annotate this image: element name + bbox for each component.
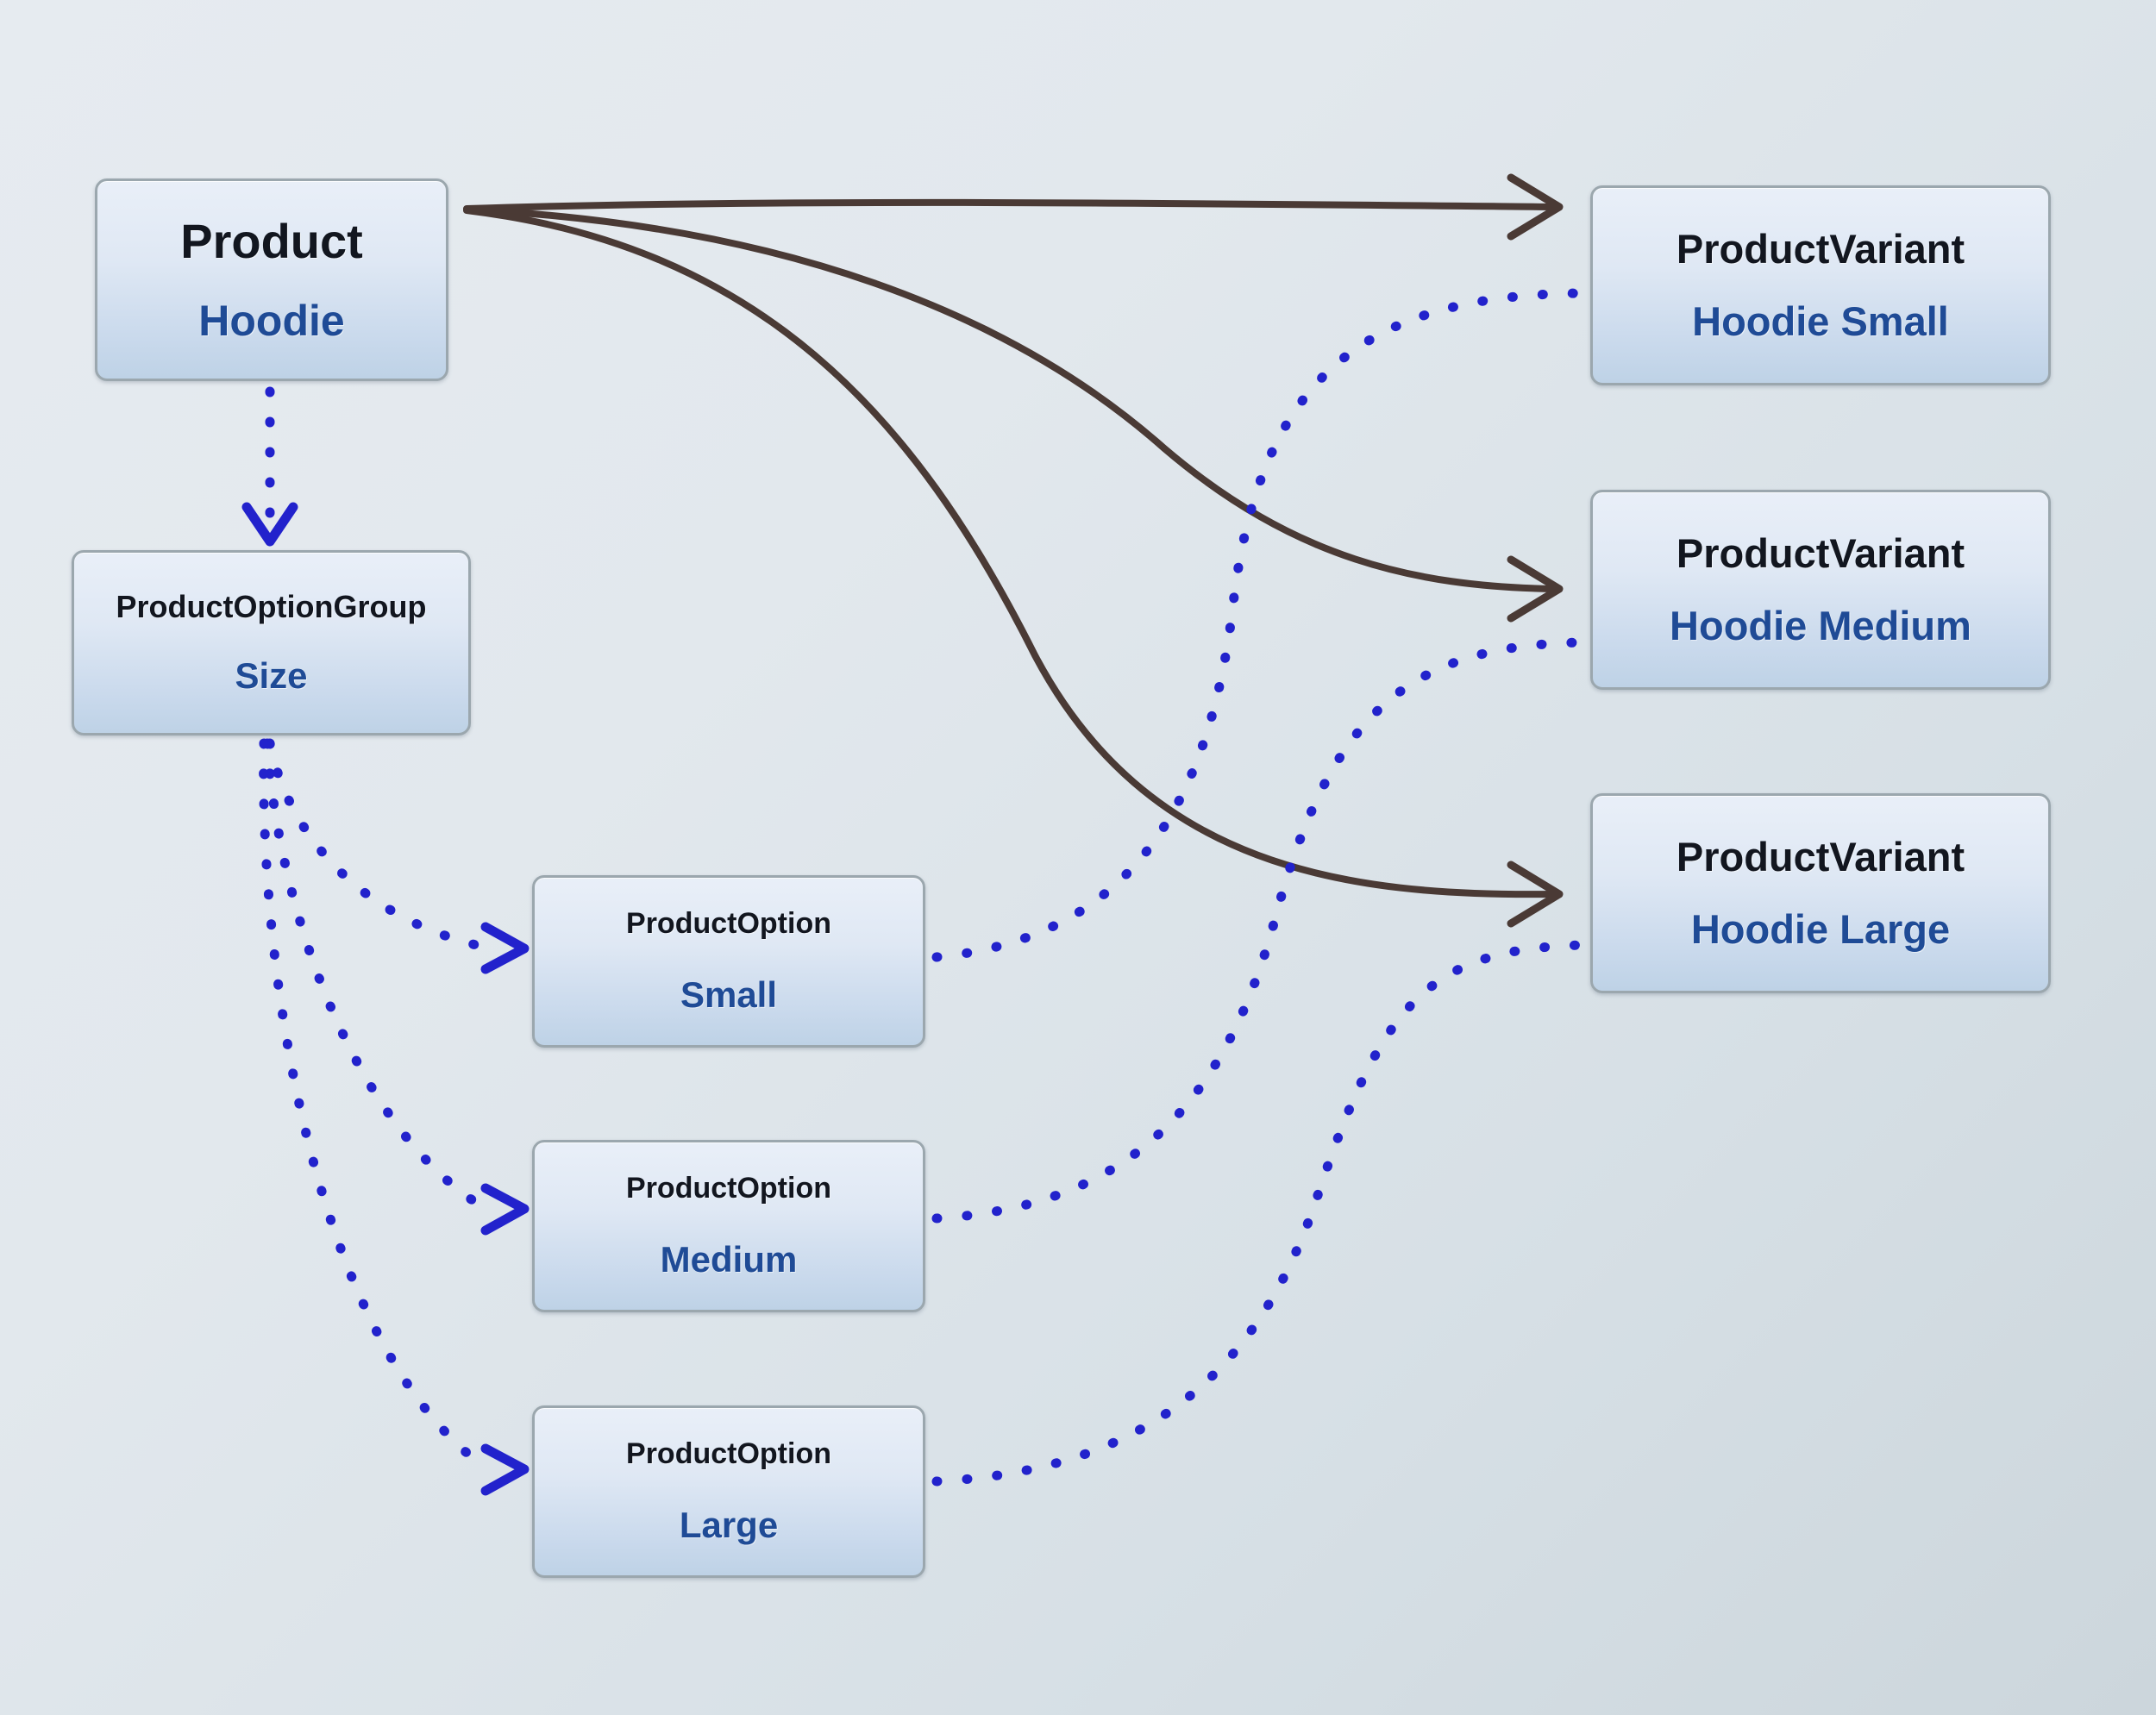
node-product-option-group[interactable]: ProductOptionGroup Size xyxy=(72,550,471,735)
node-product-variant-medium-value: Hoodie Medium xyxy=(1670,603,1971,648)
node-product-option-large-type: ProductOption xyxy=(626,1437,831,1471)
node-product-option-medium[interactable]: ProductOption Medium xyxy=(532,1140,925,1312)
node-product-variant-large-type: ProductVariant xyxy=(1676,834,1965,880)
node-product-variant-small-value: Hoodie Small xyxy=(1692,298,1949,344)
edge-optiongroup-to-option-small xyxy=(265,738,488,952)
node-product-option-small-type: ProductOption xyxy=(626,907,831,941)
node-product[interactable]: Product Hoodie xyxy=(95,178,448,381)
edge-optiongroup-to-option-large xyxy=(259,738,488,1471)
arrowhead-option-small xyxy=(480,922,530,974)
node-product-option-group-type: ProductOptionGroup xyxy=(116,588,427,624)
edge-option-small-to-variant-small xyxy=(931,288,1589,962)
edge-product-to-variant-medium xyxy=(463,206,1556,592)
node-product-value: Hoodie xyxy=(198,296,345,345)
node-product-option-large[interactable]: ProductOption Large xyxy=(532,1405,925,1578)
node-product-variant-large-value: Hoodie Large xyxy=(1690,906,1951,952)
node-product-variant-large[interactable]: ProductVariant Hoodie Large xyxy=(1590,793,2051,993)
node-product-option-large-value: Large xyxy=(679,1504,779,1545)
edge-option-large-to-variant-large xyxy=(931,940,1589,1487)
edge-option-medium-to-variant-medium xyxy=(931,637,1589,1224)
node-product-variant-medium[interactable]: ProductVariant Hoodie Medium xyxy=(1590,490,2051,690)
arrowhead-option-large xyxy=(480,1443,530,1496)
edge-product-to-variant-small xyxy=(463,198,1556,212)
node-product-option-small-value: Small xyxy=(680,973,778,1015)
node-product-variant-small-type: ProductVariant xyxy=(1676,226,1965,272)
node-product-variant-medium-type: ProductVariant xyxy=(1676,530,1965,577)
node-product-option-medium-value: Medium xyxy=(660,1238,798,1280)
node-product-option-group-value: Size xyxy=(235,655,308,697)
node-product-type: Product xyxy=(180,214,363,269)
node-product-variant-small[interactable]: ProductVariant Hoodie Small xyxy=(1590,185,2051,385)
node-product-option-medium-type: ProductOption xyxy=(626,1172,831,1205)
edge-optiongroup-to-option-medium xyxy=(262,738,488,1212)
arrowhead-variant-large xyxy=(1507,861,1564,928)
arrowhead-optiongroup xyxy=(241,502,298,547)
arrowhead-option-medium xyxy=(480,1183,530,1236)
node-product-option-small[interactable]: ProductOption Small xyxy=(532,875,925,1048)
edge-product-to-variant-large xyxy=(463,207,1556,898)
arrowhead-variant-small xyxy=(1507,173,1564,241)
arrowhead-variant-medium xyxy=(1507,555,1564,623)
